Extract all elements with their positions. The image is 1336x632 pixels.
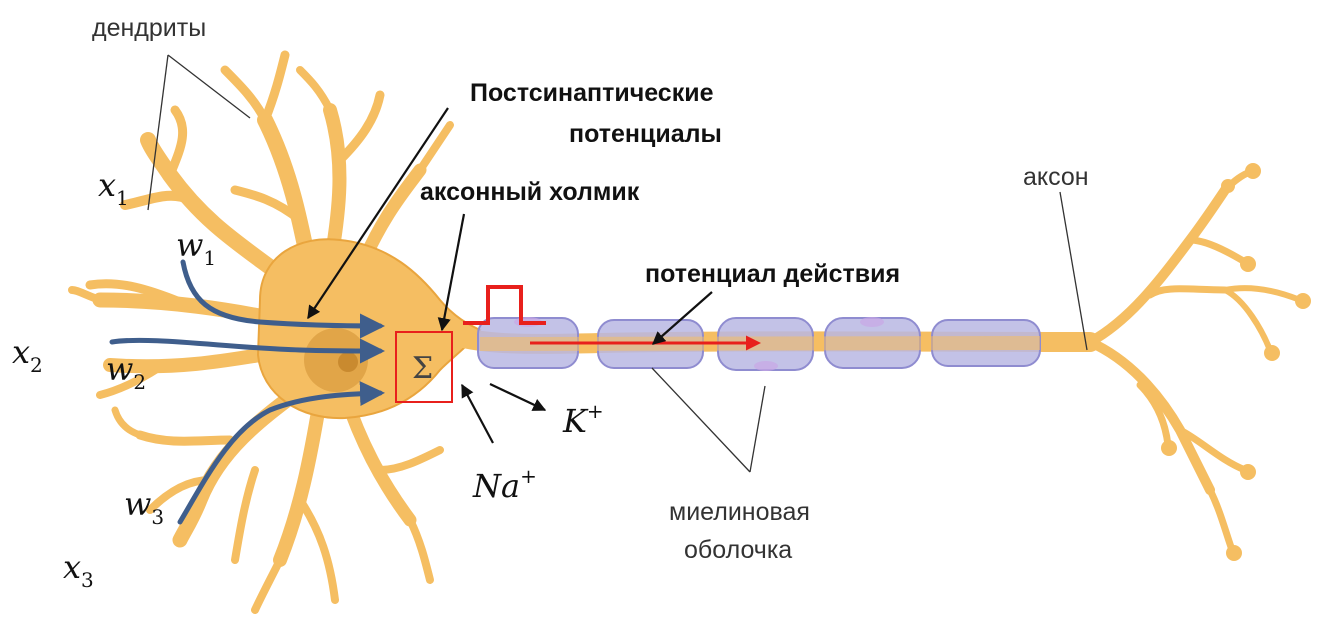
dendrite-leader-1 [148, 55, 168, 210]
action-potential-label: потенциал действия [645, 260, 900, 288]
myelin-label-line1: миелиновая [669, 498, 810, 526]
input-x3-label: x3 [63, 548, 94, 592]
potassium-ion-label: K+ [562, 399, 604, 440]
input-x1-label: x1 [98, 166, 129, 210]
sodium-ion-label: Na+ [472, 464, 537, 505]
k-pointer [490, 384, 545, 410]
myelin-leader-1 [652, 368, 750, 472]
summation-symbol: Σ [412, 351, 433, 386]
axon-hillock-label: аксонный холмик [420, 178, 640, 206]
na-pointer [462, 385, 493, 443]
weight-w1-label: w1 [176, 226, 216, 270]
dendrites-label: дендриты [92, 14, 206, 42]
myelin-leader-2 [750, 386, 765, 472]
axon-terminals [1090, 172, 1300, 550]
weight-w3-label: w3 [124, 485, 164, 529]
myelin-label-line2: оболочка [684, 536, 792, 564]
nucleolus [338, 352, 358, 372]
postsynaptic-label-line1: Постсинаптические [470, 79, 714, 107]
nucleus [304, 328, 368, 392]
axon-label: аксон [1023, 163, 1089, 191]
axon-terminal-boutons [1161, 163, 1311, 561]
input-x2-label: x2 [12, 333, 43, 377]
weight-w2-label: w2 [106, 350, 146, 394]
postsynaptic-label-line2: потенциалы [569, 120, 722, 148]
axon-leader [1060, 192, 1087, 350]
